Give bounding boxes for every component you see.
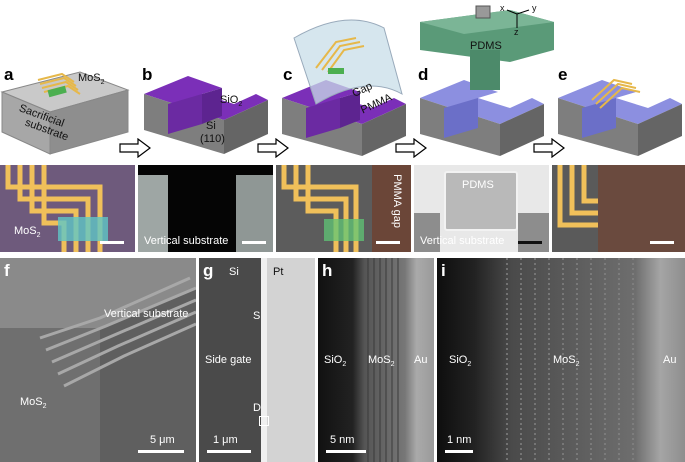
axis-z: z bbox=[514, 27, 519, 37]
label-mos2-i: MoS2 bbox=[553, 354, 580, 369]
label-pt: Pt bbox=[273, 266, 284, 278]
label-pmma-gap: PMMA gap bbox=[390, 174, 403, 228]
label-s: S bbox=[253, 310, 261, 322]
micrograph-i: SiO2 MoS2 Au 1 nm bbox=[437, 258, 685, 462]
scale-bar-e bbox=[650, 241, 674, 244]
photo-e bbox=[552, 165, 685, 252]
caption-photo-b: Vertical substrate bbox=[144, 235, 229, 247]
photo-d: PDMS Vertical substrate bbox=[414, 165, 549, 252]
axis-x: x bbox=[500, 3, 505, 13]
scale-label-g: 1 μm bbox=[213, 434, 238, 446]
scale-label-i: 1 nm bbox=[447, 434, 472, 446]
micrograph-f: Vertical substrate MoS2 5 μm bbox=[0, 258, 196, 462]
gate-edge bbox=[261, 258, 267, 462]
scale-bar-h bbox=[326, 450, 366, 453]
panel-label-h: h bbox=[322, 261, 333, 280]
axes-icon bbox=[506, 9, 530, 28]
label-si-orient: (110) bbox=[200, 133, 225, 145]
trench-left bbox=[414, 213, 440, 252]
label-vertical-substrate: Vertical substrate bbox=[104, 308, 189, 320]
pt-region bbox=[265, 258, 315, 462]
label-au-h: Au bbox=[414, 354, 428, 366]
photo-b: Vertical substrate bbox=[138, 165, 273, 252]
photo-a: MoS2 bbox=[0, 165, 135, 252]
trench-right bbox=[518, 213, 549, 252]
label-mos2-a: MoS2 bbox=[78, 72, 105, 87]
schematic-a bbox=[0, 71, 130, 155]
axis-y: y bbox=[532, 3, 537, 13]
panel-label-f: f bbox=[4, 261, 10, 280]
label-au-i: Au bbox=[663, 354, 677, 366]
panel-label-a: a bbox=[4, 65, 14, 84]
label-si-g: Si bbox=[229, 266, 239, 278]
panel-label-c: c bbox=[283, 65, 293, 84]
label-pdms-photo: PDMS bbox=[462, 179, 494, 191]
panel-label-i: i bbox=[441, 261, 446, 280]
scale-bar-d bbox=[518, 241, 542, 244]
pdms-stamp bbox=[444, 171, 518, 231]
label-si-b: Si bbox=[206, 120, 216, 132]
substrate-right bbox=[236, 175, 273, 252]
scale-bar-i bbox=[445, 450, 473, 453]
arrow-a-b bbox=[119, 138, 151, 158]
scale-bar-f bbox=[138, 450, 184, 453]
scale-label-h: 5 nm bbox=[330, 434, 355, 446]
arrow-b-c bbox=[257, 138, 289, 158]
arrow-d-e bbox=[533, 138, 565, 158]
scale-bar-a bbox=[100, 241, 124, 244]
panel-label-d: d bbox=[418, 65, 429, 84]
label-sio2-b: SiO2 bbox=[220, 94, 243, 109]
scale-label-f: 5 μm bbox=[150, 434, 175, 446]
scale-bar-c bbox=[376, 241, 400, 244]
arrow-c-d bbox=[395, 138, 427, 158]
label-mos2-f: MoS2 bbox=[20, 396, 47, 411]
micrograph-h: SiO2 MoS2 Au 5 nm bbox=[318, 258, 434, 462]
label-sio2-i: SiO2 bbox=[449, 354, 472, 369]
pmma-region bbox=[372, 165, 411, 252]
schematic-b bbox=[144, 76, 268, 154]
label-mos2-h: MoS2 bbox=[368, 354, 395, 369]
scale-bar-g bbox=[207, 450, 251, 453]
label-d: D bbox=[253, 402, 261, 414]
scale-bar-b bbox=[242, 241, 266, 244]
photo-c: PMMA gap bbox=[276, 165, 411, 252]
micrograph-g: Si Pt S Side gate D 1 μm bbox=[199, 258, 315, 462]
label-sio2-h: SiO2 bbox=[324, 354, 347, 369]
label-side-gate: Side gate bbox=[205, 354, 252, 366]
substrate-left bbox=[138, 175, 168, 252]
schematic-c bbox=[282, 19, 406, 156]
panel-label-b: b bbox=[142, 65, 153, 84]
schematic-d bbox=[420, 5, 554, 156]
panel-label-g: g bbox=[203, 261, 214, 280]
label-pdms-d: PDMS bbox=[470, 40, 502, 52]
caption-photo-d: Vertical substrate bbox=[420, 235, 505, 247]
label-mos2-photo-a: MoS2 bbox=[14, 225, 41, 240]
schematic-e bbox=[558, 78, 682, 156]
roi-box bbox=[259, 416, 269, 426]
panel-label-e: e bbox=[558, 65, 568, 84]
